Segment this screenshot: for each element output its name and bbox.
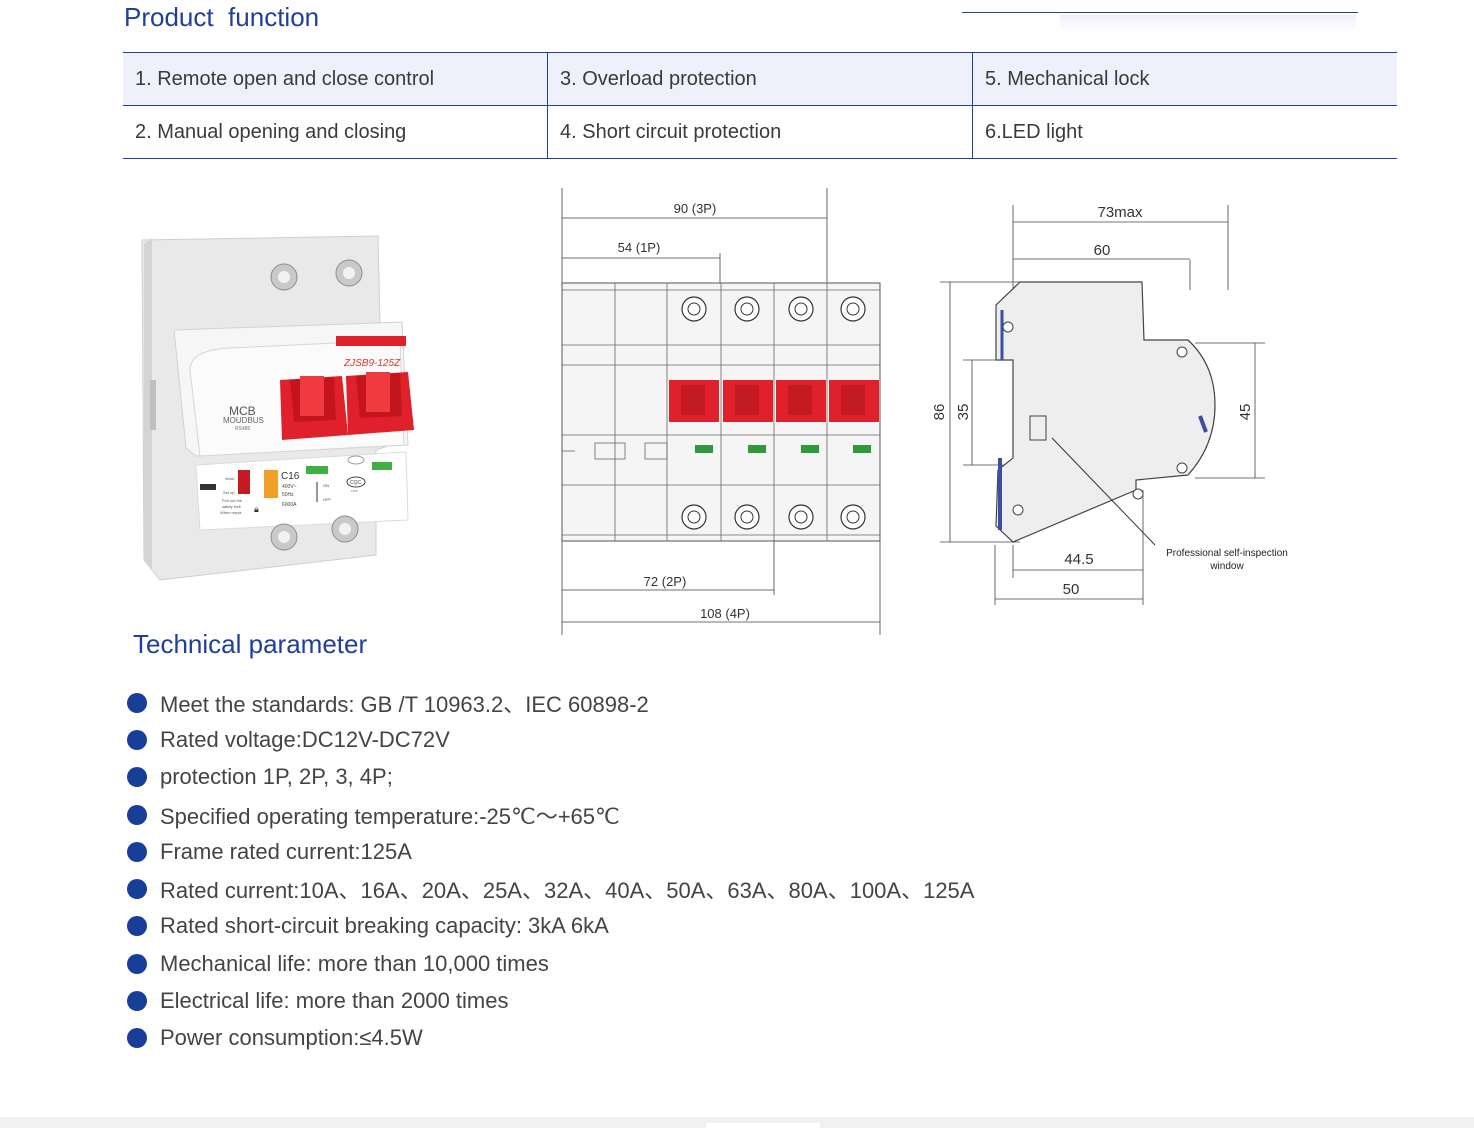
panel-text: Pull out the	[222, 498, 243, 503]
dim-45: 45	[1237, 404, 1254, 421]
table-cell: 6.LED light	[972, 105, 1397, 159]
list-item-text: Rated short-circuit breaking capacity: 3…	[160, 913, 609, 939]
bullet-icon	[127, 916, 147, 937]
table-row: 1. Remote open and close control 3. Over…	[123, 52, 1397, 106]
list-item: Electrical life: more than 2000 times	[127, 982, 974, 1019]
list-item: Specified operating temperature:-25℃～+65…	[127, 796, 974, 833]
list-item: Rated short-circuit breaking capacity: 3…	[127, 908, 974, 945]
rating-label: C16	[281, 471, 300, 482]
dim-72-2p: 72 (2P)	[644, 574, 687, 589]
list-item: Power consumption:≤4.5W	[127, 1020, 974, 1057]
dim-90-3p: 90 (3P)	[674, 201, 717, 216]
bottom-scrollbar-track[interactable]	[0, 1117, 1474, 1128]
capacity-label: 6000A	[282, 502, 297, 508]
title-shadow-decoration	[1060, 15, 1356, 33]
list-item: protection 1P, 2P, 3, 4P;	[127, 759, 974, 796]
dim-73max: 73max	[1097, 204, 1143, 221]
list-item-text: Meet the standards: GB /T 10963.2、IEC 60…	[160, 691, 649, 717]
list-item-text: Rated voltage:DC12V-DC72V	[160, 726, 450, 752]
list-item: Meet the standards: GB /T 10963.2、IEC 60…	[127, 684, 974, 721]
table-cell: 3. Overload protection	[547, 52, 973, 106]
side-dimension-drawing: 73max 60 86 35 45 44.5 50 Professional s…	[931, 204, 1288, 605]
list-item-text: Mechanical life: more than 10,000 times	[160, 950, 549, 976]
bullet-icon	[127, 729, 147, 750]
lock-icon: 🔒︎	[254, 504, 259, 514]
on-label: ON	[323, 483, 329, 488]
dim-35: 35	[955, 404, 972, 421]
brand-label: MCB	[229, 404, 256, 418]
section-title-product-function: Product function	[124, 2, 320, 32]
panel-text: Set up	[223, 490, 235, 495]
interface-label: RS485	[235, 426, 251, 432]
title-rule-line	[962, 12, 1358, 13]
panel-text: safety lock	[222, 504, 241, 509]
frequency-label: 50Hz	[282, 492, 294, 498]
cert-label: CQC	[350, 480, 362, 486]
cert-code-label: 1125	[351, 489, 358, 493]
dim-44-5: 44.5	[1064, 551, 1093, 568]
table-cell: 5. Mechanical lock	[972, 52, 1397, 106]
table-cell: 4. Short circuit protection	[547, 105, 973, 159]
bullet-icon	[127, 1028, 147, 1049]
off-label: OFF	[323, 497, 332, 502]
list-item: Rated voltage:DC12V-DC72V	[127, 721, 974, 758]
list-item-text: Frame rated current:125A	[160, 838, 412, 864]
list-item: Mechanical life: more than 10,000 times	[127, 945, 974, 982]
bullet-icon	[127, 841, 147, 862]
dim-108-4p: 108 (4P)	[700, 606, 750, 621]
product-function-table: 1. Remote open and close control 3. Over…	[123, 52, 1397, 159]
panel-text: When repair	[220, 510, 242, 515]
bullet-icon	[127, 767, 147, 788]
bullet-icon	[127, 879, 147, 900]
list-item-text: protection 1P, 2P, 3, 4P;	[160, 764, 393, 790]
table-cell: 1. Remote open and close control	[123, 52, 548, 106]
callout-self-inspection: Professional self-inspection	[1166, 548, 1288, 559]
dim-86: 86	[931, 404, 948, 421]
list-item-text: Power consumption:≤4.5W	[160, 1025, 423, 1051]
sub-brand-label: MOUDBUS	[223, 416, 264, 425]
voltage-label: 400V~	[282, 484, 297, 490]
bullet-icon	[127, 953, 147, 974]
bullet-icon	[127, 692, 147, 713]
list-item: Rated current:10A、16A、20A、25A、32A、40A、50…	[127, 870, 974, 907]
dim-60: 60	[1094, 242, 1111, 259]
list-item-text: Electrical life: more than 2000 times	[160, 988, 509, 1014]
table-cell: 2. Manual opening and closing	[123, 105, 548, 159]
dim-50: 50	[1063, 581, 1080, 598]
list-item: Frame rated current:125A	[127, 833, 974, 870]
breaker-product-image: ZJSB9-125Z MCB MOUDBUS RS485 Work Set up…	[141, 235, 414, 581]
dim-54-1p: 54 (1P)	[618, 240, 661, 255]
callout-window: window	[1209, 561, 1244, 572]
bullet-icon	[127, 991, 147, 1012]
panel-text: Work	[225, 476, 234, 481]
list-item-text: Specified operating temperature:-25℃～+65…	[160, 803, 620, 829]
bottom-scrollbar-thumb[interactable]	[706, 1123, 820, 1128]
list-item-text: Rated current:10A、16A、20A、25A、32A、40A、50…	[160, 878, 975, 904]
section-title-technical-parameter: Technical parameter	[133, 629, 368, 659]
model-label: ZJSB9-125Z	[343, 358, 401, 369]
table-row: 2. Manual opening and closing 4. Short c…	[123, 105, 1397, 159]
technical-parameter-list: Meet the standards: GB /T 10963.2、IEC 60…	[127, 684, 974, 1057]
front-dimension-drawing: 90 (3P) 54 (1P) 72 (2P) 108 (4P)	[561, 188, 881, 635]
bullet-icon	[127, 804, 147, 825]
